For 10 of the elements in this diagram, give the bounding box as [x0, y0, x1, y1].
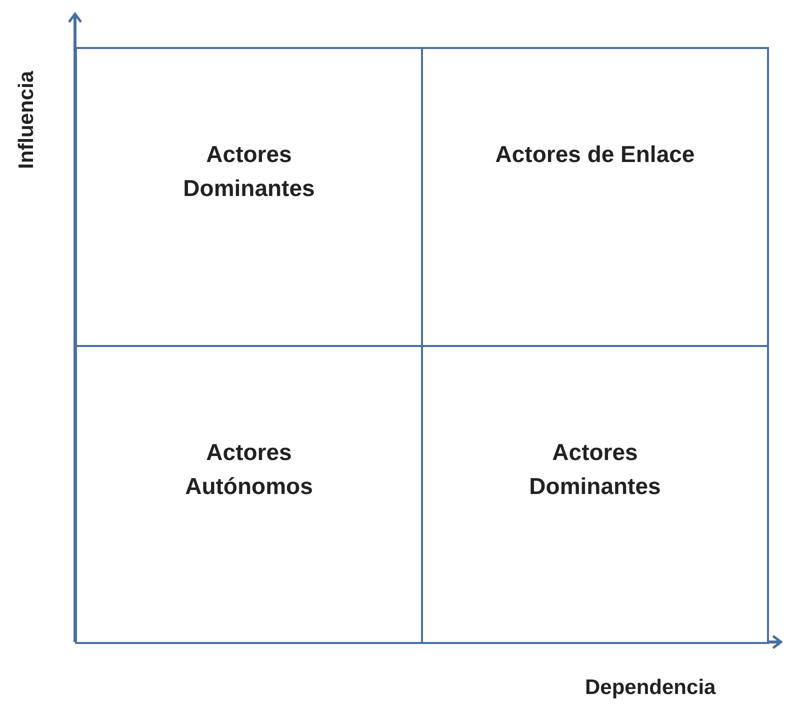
quadrant-box: [75, 345, 423, 644]
y-axis-title: Influencia: [15, 70, 40, 170]
quadrant-label: Actores Dominantes: [528, 438, 662, 501]
quadrant-box: [421, 345, 769, 644]
quadrant-box: [421, 47, 769, 347]
quadrant-box: [75, 47, 423, 347]
quadrant-label: Actores de Enlace: [494, 140, 696, 169]
quadrant-label: Actores Dominantes: [182, 140, 316, 203]
quadrant-label: Actores Autónomos: [184, 438, 314, 501]
x-axis-title: Dependencia: [585, 676, 716, 700]
